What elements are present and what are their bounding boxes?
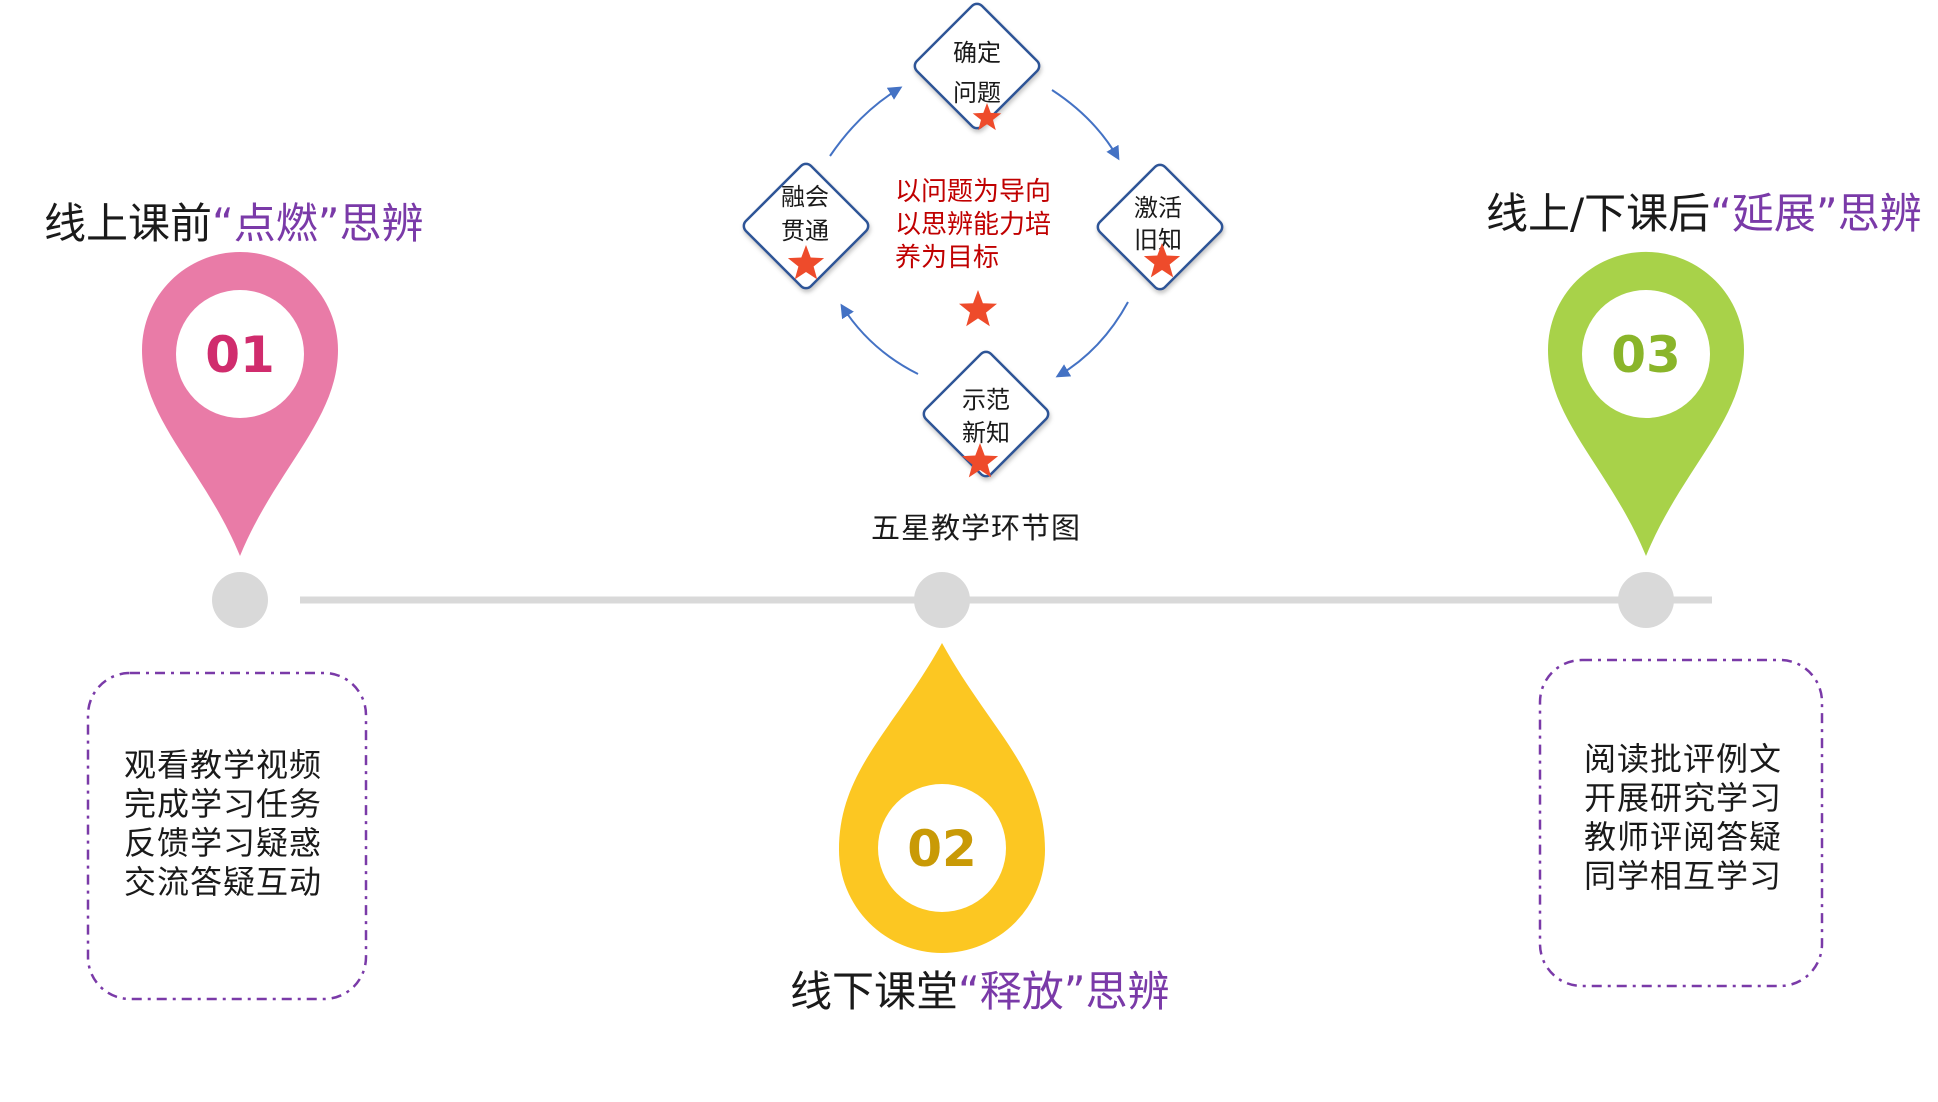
stage-3-title-prefix: 线上/下课后	[1486, 189, 1711, 238]
stage-1-item: 反馈学习疑惑	[124, 824, 323, 862]
stage-1-item: 观看教学视频	[124, 746, 323, 784]
cycle-stars	[787, 103, 1181, 478]
cycle-center-line-2: 以思辨能力培	[895, 210, 1051, 240]
stage-3-title-highlight: “延展”	[1710, 189, 1838, 238]
cycle-node-top-line-1: 确定	[953, 39, 1001, 67]
stage-3-items: 阅读批评例文 开展研究学习 教师评阅答疑 同学相互学习	[1584, 740, 1782, 896]
timeline-dot-3	[1618, 572, 1674, 628]
cycle-arrow-right-bottom	[1055, 301, 1129, 378]
stage-3-item: 教师评阅答疑	[1584, 818, 1783, 856]
stage-3-item: 同学相互学习	[1584, 857, 1783, 895]
star-icon-bottom-node	[961, 443, 999, 478]
stage-3-number: 03	[1611, 326, 1681, 384]
stage-1-pin: 01	[142, 252, 338, 556]
stage-1-item: 交流答疑互动	[124, 863, 323, 901]
cycle-node-top	[913, 2, 1041, 130]
stage-2-title-suffix: 思辨	[1085, 967, 1170, 1016]
stage-2-number: 02	[907, 820, 977, 878]
cycle-node-right-line-1: 激活	[1134, 194, 1182, 222]
star-icon-right-node	[1143, 243, 1181, 278]
cycle-node-top-line-2: 问题	[953, 79, 1001, 107]
timeline-dot-1	[212, 572, 268, 628]
cycle-arrow-top-right	[1051, 89, 1120, 161]
stage-3-item: 阅读批评例文	[1584, 740, 1783, 778]
timeline-dot-2	[914, 572, 970, 628]
stage-1-items: 观看教学视频 完成学习任务 反馈学习疑惑 交流答疑互动	[124, 746, 322, 902]
stage-1-number: 01	[205, 326, 275, 384]
stage-2-title: 线下课堂“释放”思辨	[790, 958, 1170, 1019]
cycle-node-right-line-2: 旧知	[1134, 226, 1182, 254]
stage-3-title-suffix: 思辨	[1837, 189, 1922, 238]
cycle-node-bottom-line-1: 示范	[962, 386, 1010, 414]
stage-3-item: 开展研究学习	[1584, 779, 1783, 817]
stage-1-item: 完成学习任务	[124, 785, 323, 823]
stage-3-box	[1538, 658, 1824, 988]
cycle-node-right	[1096, 163, 1224, 291]
stage-3-pin: 03	[1548, 251, 1744, 556]
stage-1-title-prefix: 线上课前	[44, 199, 213, 248]
cycle-arrow-left-top	[829, 86, 903, 157]
stage-1-title: 线上课前“点燃”思辨	[44, 190, 424, 251]
stage-2-title-prefix: 线下课堂	[790, 967, 959, 1016]
cycle-node-left-line-1: 融会	[781, 183, 829, 211]
cycle-center-line-1: 以问题为导向	[895, 177, 1051, 207]
cycle-node-bottom-line-2: 新知	[962, 419, 1010, 447]
stage-1-title-highlight: “点燃”	[212, 199, 340, 248]
cycle-node-left-line-2: 贯通	[781, 217, 829, 245]
stage-2-drop: 02	[839, 643, 1045, 953]
cycle-node-left	[742, 162, 870, 290]
cycle-center-line-3: 养为目标	[895, 243, 999, 273]
cycle-node-bottom	[922, 350, 1050, 478]
stage-2-title-highlight: “释放”	[958, 967, 1086, 1016]
cycle-caption: 五星教学环节图	[871, 511, 1081, 545]
star-icon-center	[959, 290, 997, 327]
stage-1-box	[86, 671, 368, 1001]
star-icon-left-node	[787, 245, 825, 280]
star-icon-top-node	[972, 103, 1002, 131]
cycle-arrow-bottom-left	[840, 303, 919, 375]
stage-3-title: 线上/下课后“延展”思辨	[1486, 180, 1922, 241]
stage-1-title-suffix: 思辨	[339, 199, 424, 248]
